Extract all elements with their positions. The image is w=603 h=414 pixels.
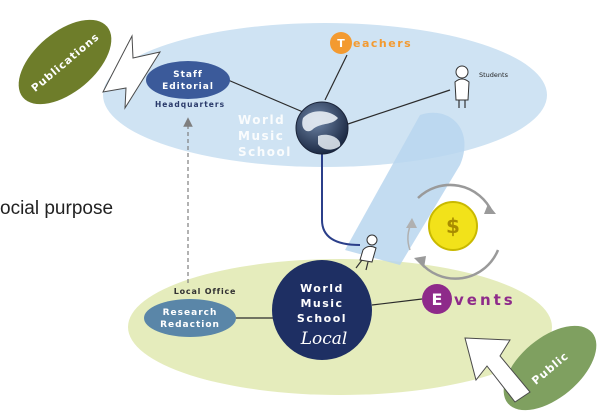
local-office-label: Local Office xyxy=(174,287,237,296)
local-school-circle xyxy=(272,260,372,360)
local-school-line3: School xyxy=(297,312,347,325)
line-local-events xyxy=(371,298,423,306)
line-globe-local xyxy=(321,150,361,246)
staff-editorial-oval xyxy=(146,61,230,99)
global-school-line3: School xyxy=(238,145,292,159)
local-school-line2: Music xyxy=(300,297,343,310)
events-initial: E xyxy=(432,290,443,309)
coin-icon xyxy=(428,201,478,251)
money-cycle xyxy=(406,183,500,280)
teachers-initial: T xyxy=(337,37,345,50)
staff-label: Staff xyxy=(173,70,203,80)
line-teachers-globe xyxy=(324,54,348,101)
global-school-line2: Music xyxy=(238,129,284,143)
editorial-label: Editorial xyxy=(162,82,214,92)
globe-icon xyxy=(295,101,349,155)
students-label: Students xyxy=(479,71,509,79)
publications-arrow xyxy=(102,34,162,110)
student-figure xyxy=(454,65,470,108)
local-school-line1: World xyxy=(300,282,344,295)
public-arrow xyxy=(464,337,531,403)
local-word: Local xyxy=(300,329,348,349)
events-circle xyxy=(422,284,452,314)
dollar-sign: $ xyxy=(446,214,460,238)
redaction-label: Redaction xyxy=(160,320,220,330)
teachers-label: eachers xyxy=(353,37,412,50)
teachers-circle xyxy=(330,32,352,54)
research-label: Research xyxy=(163,308,218,318)
research-redaction-oval xyxy=(144,299,236,337)
line-staff-globe xyxy=(227,79,311,116)
connection-beam xyxy=(345,112,465,265)
headquarters-label: Headquarters xyxy=(155,100,225,109)
social-purpose-text: ocial purpose xyxy=(0,198,114,219)
global-school-line1: World xyxy=(238,113,285,127)
line-students-globe xyxy=(344,89,451,126)
events-label: vents xyxy=(454,291,516,309)
walking-figure xyxy=(355,234,378,271)
